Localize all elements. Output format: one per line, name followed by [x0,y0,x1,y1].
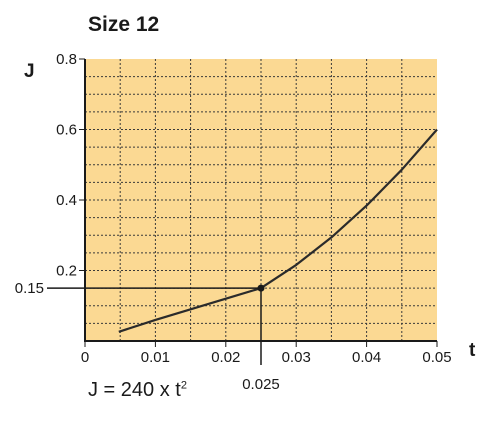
x-axis-label: t [469,340,476,361]
annotation-point [257,284,265,292]
x-tick-label: 0.03 [282,349,311,366]
x-tick-label: 0 [81,349,89,366]
y-tick-label: 0.4 [56,192,77,209]
formula-main: J = 240 x t [88,379,181,401]
tick-labels: 0 0.01 0.02 0.03 0.04 0.05 0.2 0.4 0.6 0.8 [56,51,451,366]
series-line [118,128,438,333]
y-tick-label: 0.6 [56,122,77,139]
annotation-x-label: 0.025 [242,376,280,393]
x-tick-label: 0.05 [422,349,451,366]
x-tick-label: 0.04 [352,349,381,366]
x-tick-label: 0.02 [211,349,240,366]
series-group [118,128,438,333]
chart-title: Size 12 [88,13,159,36]
annotation-y-label: 0.15 [15,280,44,297]
y-axis-label: J [24,61,35,82]
y-tick-label: 0.2 [56,263,77,280]
y-tick-label: 0.8 [56,51,77,68]
x-tick-label: 0.01 [141,349,170,366]
annotation-group: 0.15 0.025 [15,280,280,393]
formula-exponent: 2 [180,379,187,392]
formula-text: J = 240 x t2 [88,379,187,402]
